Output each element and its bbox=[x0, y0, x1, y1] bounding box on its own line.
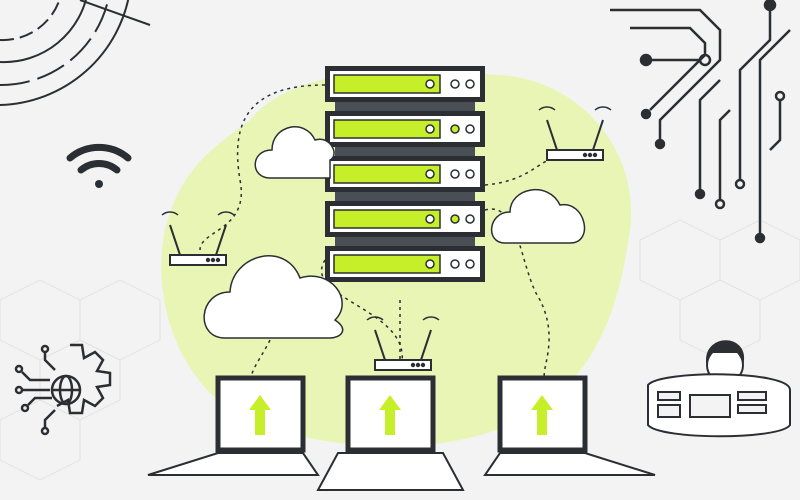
server-rack-icon bbox=[325, 66, 485, 282]
server-button bbox=[450, 259, 460, 269]
server-led bbox=[425, 124, 435, 134]
router-icon bbox=[366, 316, 440, 371]
server-drive-bar bbox=[333, 254, 441, 274]
laptop-icon bbox=[483, 375, 656, 476]
wifi-icon bbox=[66, 143, 132, 188]
server-spacer bbox=[335, 102, 475, 111]
cloud-icon bbox=[203, 255, 344, 339]
laptop-icon bbox=[147, 375, 320, 476]
cloud-icon bbox=[490, 189, 586, 244]
server-drive-bar bbox=[333, 74, 441, 94]
server-button bbox=[465, 169, 475, 179]
router-icon bbox=[538, 106, 612, 161]
server-button bbox=[450, 214, 460, 224]
server-unit bbox=[325, 66, 485, 111]
server-led bbox=[425, 169, 435, 179]
connection-lines bbox=[199, 84, 571, 386]
server-spacer bbox=[335, 237, 475, 246]
server-spacer bbox=[335, 192, 475, 201]
hex-pattern bbox=[0, 219, 800, 481]
server-drive-bar bbox=[333, 164, 441, 184]
gear-globe-icon bbox=[14, 343, 112, 436]
server-unit bbox=[325, 111, 485, 156]
laptop-icon bbox=[316, 375, 465, 491]
server-led bbox=[425, 214, 435, 224]
server-button bbox=[450, 124, 460, 134]
upload-arrow-icon bbox=[531, 395, 553, 435]
router-icon bbox=[161, 211, 235, 266]
server-button bbox=[465, 124, 475, 134]
server-button bbox=[450, 79, 460, 89]
server-button bbox=[465, 259, 475, 269]
server-unit bbox=[325, 201, 485, 246]
laptop-keyboard bbox=[483, 452, 656, 476]
upload-arrow-icon bbox=[249, 395, 271, 435]
circuit-icon bbox=[610, 0, 791, 244]
user-dashboard-icon bbox=[647, 340, 791, 438]
server-button bbox=[465, 79, 475, 89]
server-drive-bar bbox=[333, 119, 441, 139]
server-led bbox=[425, 259, 435, 269]
server-drive-bar bbox=[333, 209, 441, 229]
laptop-keyboard bbox=[316, 452, 465, 491]
server-button bbox=[465, 214, 475, 224]
laptop-keyboard bbox=[147, 452, 320, 476]
server-unit bbox=[325, 246, 485, 282]
server-spacer bbox=[335, 147, 475, 156]
upload-arrow-icon bbox=[379, 395, 401, 435]
server-led bbox=[425, 79, 435, 89]
cloud-icon bbox=[254, 126, 335, 179]
arc-decoration bbox=[0, 0, 151, 106]
server-button bbox=[450, 169, 460, 179]
server-unit bbox=[325, 156, 485, 201]
